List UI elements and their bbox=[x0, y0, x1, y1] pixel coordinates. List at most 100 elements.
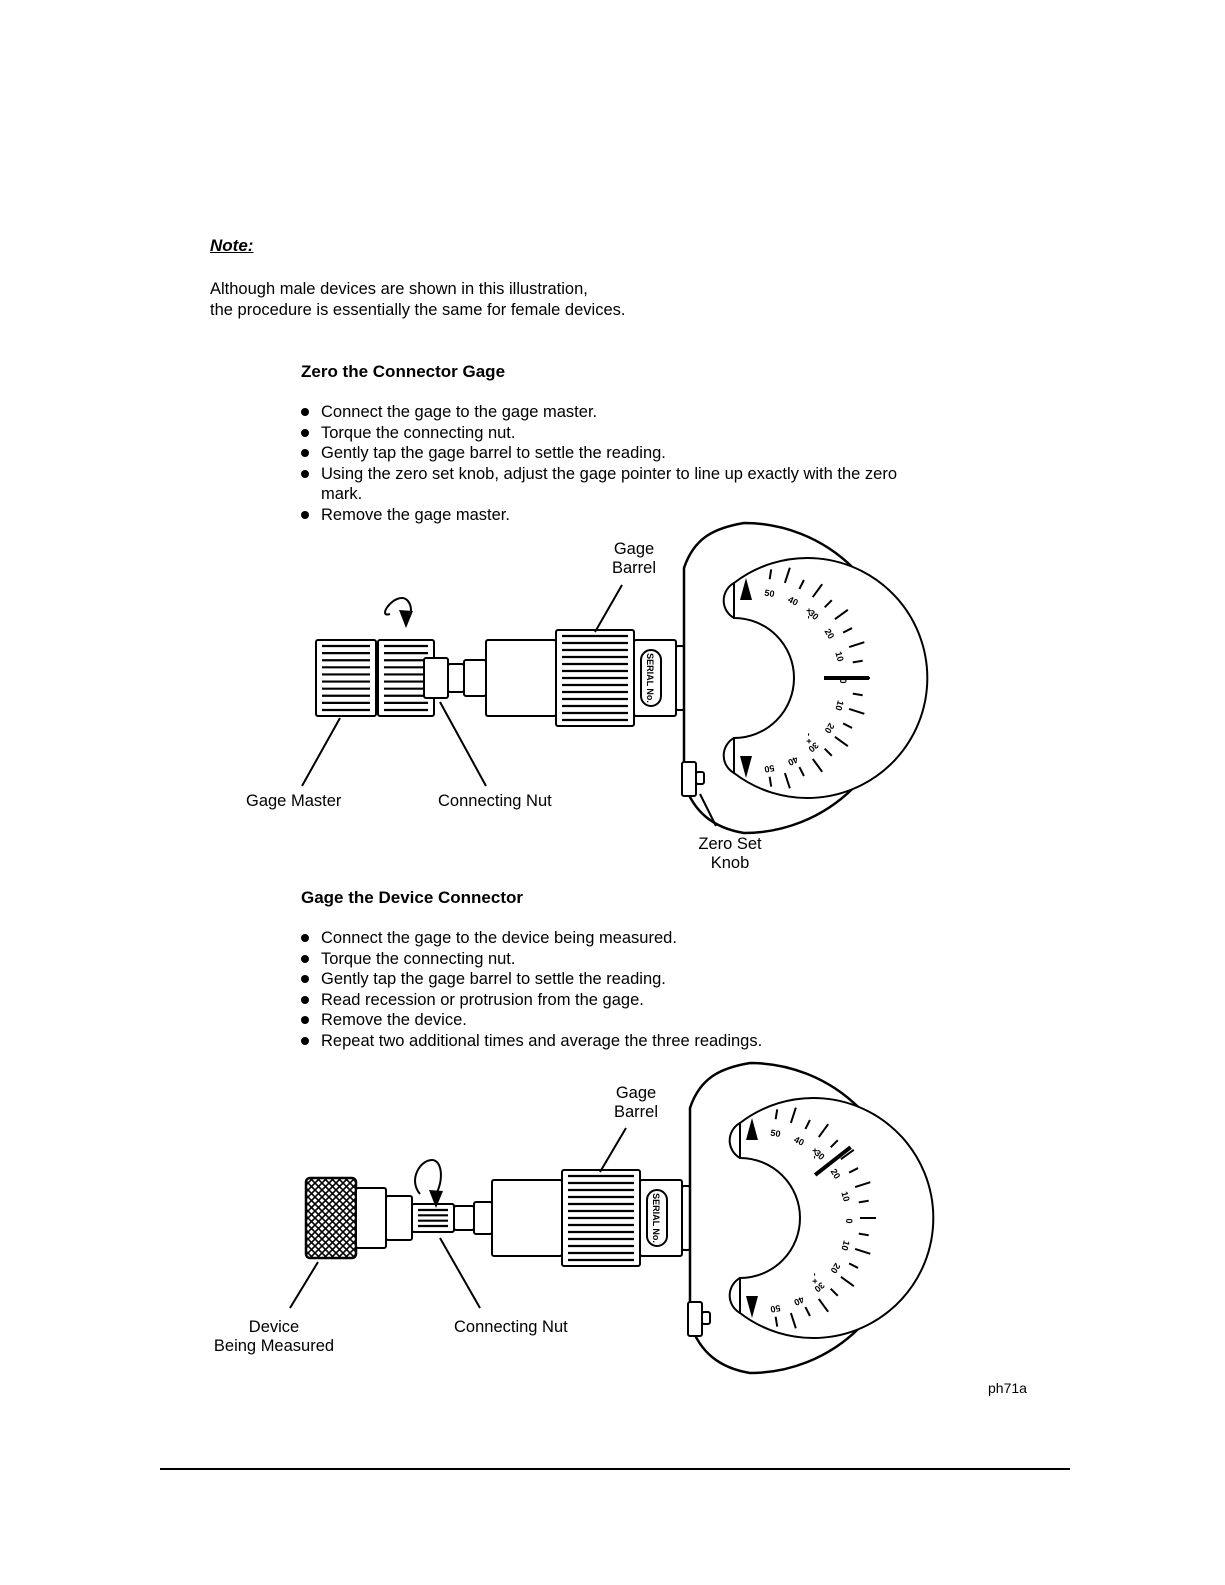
dial-number: 20 bbox=[823, 627, 837, 641]
dial-tick bbox=[817, 1123, 829, 1138]
dial-tick bbox=[852, 659, 863, 664]
knob-stem bbox=[695, 771, 705, 785]
ridge-lines bbox=[568, 1174, 634, 1262]
dial-tick bbox=[834, 735, 849, 747]
dial-number: 40 bbox=[792, 1294, 805, 1307]
list-item: Connect the gage to the gage master. bbox=[300, 402, 920, 423]
section-heading-gage-device: Gage the Device Connector bbox=[301, 888, 524, 907]
dial-number: 40 bbox=[792, 1134, 805, 1147]
label-line: Barrel bbox=[613, 1103, 658, 1121]
knob-stem bbox=[701, 1311, 711, 1325]
label-line: Barrel bbox=[611, 559, 656, 577]
dial-tick bbox=[811, 758, 823, 773]
dial-number: 50 bbox=[770, 1303, 782, 1315]
gage-barrel-cylinder bbox=[485, 639, 557, 717]
label-line: Device bbox=[248, 1318, 300, 1336]
dial-tick bbox=[789, 1312, 797, 1329]
dial-tick bbox=[858, 1199, 869, 1204]
coupler bbox=[423, 657, 449, 699]
list-item: Connect the gage to the device being mea… bbox=[300, 928, 920, 949]
dial-upper-cap bbox=[728, 1122, 741, 1159]
serial-badge bbox=[640, 649, 662, 707]
dial-number: 10 bbox=[833, 650, 845, 662]
arrow-head-icon bbox=[429, 1190, 443, 1208]
arrow-head-icon bbox=[399, 610, 413, 628]
label-connecting-nut-2: Connecting Nut bbox=[454, 1318, 568, 1336]
dial-tick bbox=[798, 766, 805, 777]
dial-tick bbox=[852, 692, 863, 697]
label-gage-barrel-1: Gage Barrel bbox=[600, 540, 668, 578]
note-title: Note: bbox=[210, 236, 254, 255]
serial-number-text: SERIAL No. bbox=[645, 653, 655, 703]
leader-line bbox=[599, 1127, 627, 1173]
dial-number: 10 bbox=[839, 1190, 851, 1202]
dial-sign: - + bbox=[810, 1273, 820, 1284]
leader-line bbox=[699, 793, 717, 827]
label-zero-set-knob: Zero Set Knob bbox=[688, 835, 772, 873]
dial-tick bbox=[804, 1306, 811, 1317]
label-connecting-nut-1: Connecting Nut bbox=[438, 792, 552, 810]
dial-number: 10 bbox=[833, 699, 845, 711]
footer-rule bbox=[160, 1468, 1070, 1470]
lower-pointer bbox=[746, 1296, 758, 1318]
dial-tick bbox=[811, 583, 823, 598]
dial-lower-cap bbox=[728, 1277, 741, 1314]
device-body bbox=[355, 1187, 387, 1249]
dial-lower-cap bbox=[722, 737, 735, 774]
dial-tick bbox=[768, 569, 773, 580]
dial-tick bbox=[824, 599, 833, 608]
dial-upper-cap bbox=[722, 582, 735, 619]
dial-tick bbox=[848, 641, 865, 649]
dial-tick bbox=[842, 722, 853, 729]
dial-tick bbox=[783, 772, 791, 789]
dial-tick bbox=[842, 627, 853, 634]
serial-badge bbox=[646, 1189, 668, 1247]
section-heading-zero-gage: Zero the Connector Gage bbox=[301, 362, 506, 381]
ridge-lines bbox=[322, 644, 370, 712]
ridge-lines bbox=[562, 634, 628, 722]
coupler-2 bbox=[463, 659, 487, 697]
gage-barrel-cylinder bbox=[491, 1179, 563, 1257]
upper-pointer bbox=[746, 1118, 758, 1140]
leader-line bbox=[439, 701, 487, 787]
dial-tick bbox=[840, 1149, 855, 1161]
dial-tick bbox=[848, 1167, 859, 1174]
dial-number: 20 bbox=[829, 1167, 843, 1181]
leader-line bbox=[594, 584, 623, 633]
dial-number: 40 bbox=[786, 754, 799, 767]
dial-sign: + - bbox=[810, 1148, 820, 1159]
serial-number-text: SERIAL No. bbox=[651, 1193, 661, 1243]
list-item: Gently tap the gage barrel to settle the… bbox=[300, 969, 920, 990]
connecting-nut bbox=[411, 1203, 455, 1233]
dial-tick bbox=[798, 579, 805, 590]
dial-number: 30 bbox=[812, 1148, 826, 1162]
dial-number: 20 bbox=[829, 1261, 843, 1275]
zero-gage-steps: Connect the gage to the gage master. Tor… bbox=[300, 402, 920, 526]
dial-number: 50 bbox=[770, 1128, 782, 1140]
dial-number: 10 bbox=[839, 1239, 851, 1251]
list-item: Read recession or protrusion from the ga… bbox=[300, 990, 920, 1011]
zero-set-knob bbox=[687, 1301, 703, 1337]
label-line: Gage bbox=[613, 540, 655, 558]
dial-tick bbox=[789, 1107, 797, 1124]
dial-tick bbox=[830, 1288, 839, 1297]
dial-number: 30 bbox=[806, 608, 820, 622]
dial-number: 30 bbox=[812, 1280, 826, 1294]
dial-tick bbox=[834, 609, 849, 621]
dial-number: 30 bbox=[806, 740, 820, 754]
pin-adapter bbox=[447, 663, 465, 693]
list-item: Gently tap the gage barrel to settle the… bbox=[300, 443, 920, 464]
list-item: Repeat two additional times and average … bbox=[300, 1031, 920, 1052]
dial-tick bbox=[848, 707, 865, 715]
figure-id: ph71a bbox=[988, 1380, 1027, 1396]
label-gage-master: Gage Master bbox=[246, 792, 342, 810]
dial-tick bbox=[854, 1181, 871, 1189]
dial-number: 20 bbox=[823, 721, 837, 735]
dial-tick bbox=[848, 1262, 859, 1269]
list-item: Torque the connecting nut. bbox=[300, 949, 920, 970]
gage-master bbox=[315, 639, 377, 717]
dial-tick bbox=[817, 1298, 829, 1313]
ridge-lines bbox=[384, 644, 428, 712]
lower-pointer bbox=[740, 756, 752, 778]
